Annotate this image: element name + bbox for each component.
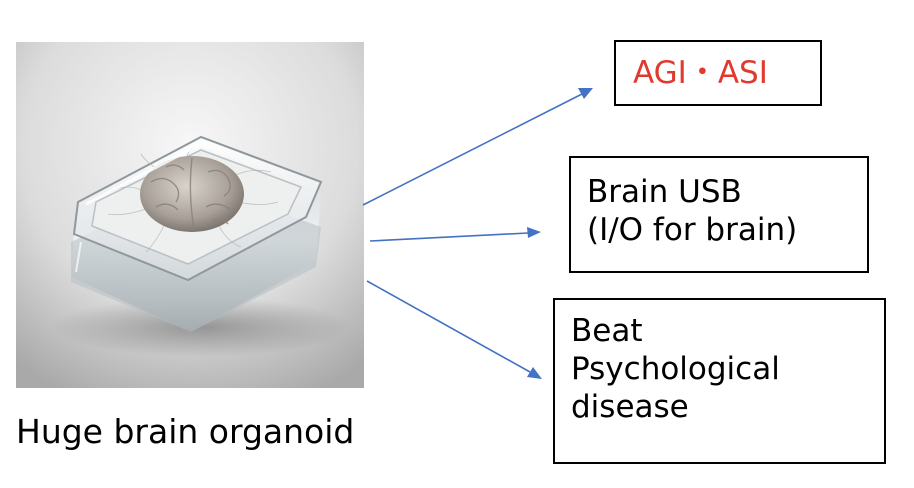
psychological-disease-box: Beat Psychological disease [553,298,886,464]
agi-asi-label: AGI・ASI [633,55,768,91]
brain-usb-sublabel: (I/O for brain) [587,212,798,248]
brain-usb-label: Brain USB [587,174,742,210]
disease-label-line3: disease [571,389,689,425]
arrow-to-usb [369,227,541,242]
agi-asi-box: AGI・ASI [614,40,822,106]
brain-organoid-image [16,42,364,388]
arrow-to-disease [366,280,542,379]
image-caption: Huge brain organoid [16,412,355,451]
brain-usb-box: Brain USB (I/O for brain) [569,156,869,273]
arrow-to-agi [362,88,593,206]
disease-label-line2: Psychological [571,351,780,387]
disease-label-line1: Beat [571,313,643,349]
